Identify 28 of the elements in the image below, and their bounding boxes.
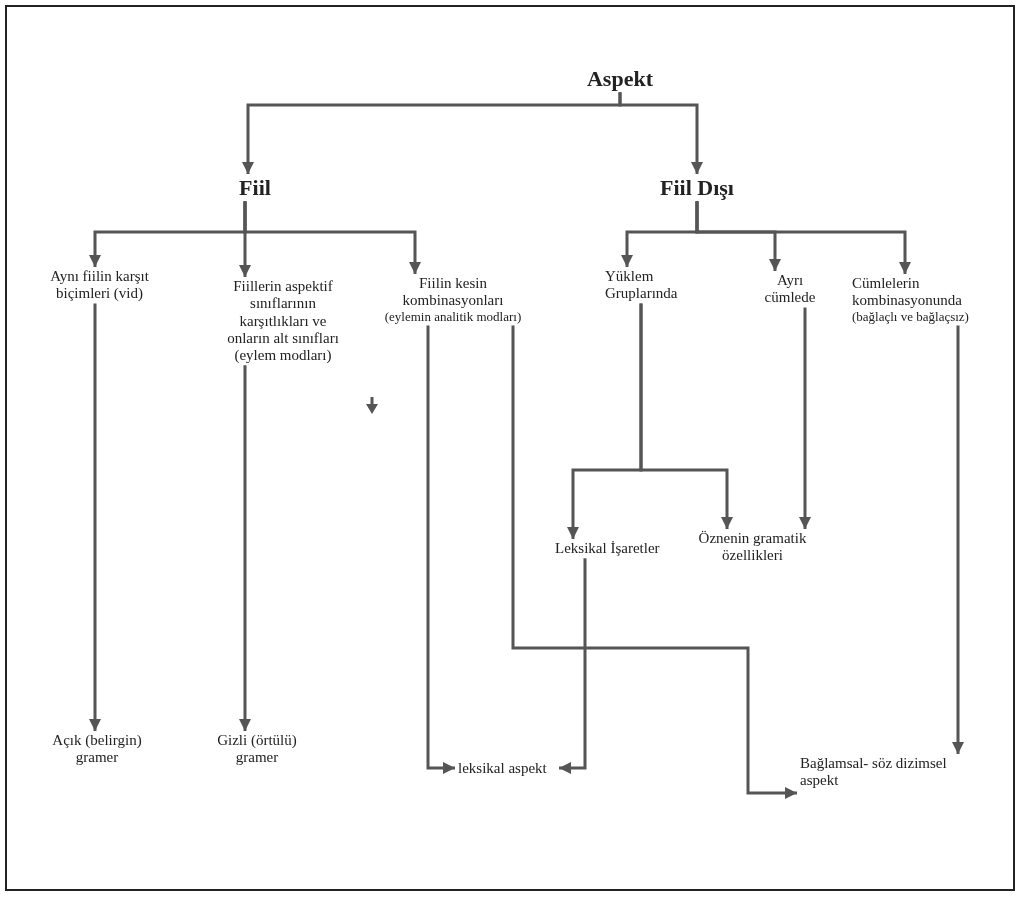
arrow <box>952 325 964 754</box>
arrow <box>695 201 911 274</box>
arrow <box>511 325 797 799</box>
note-text: (bağlaçlı ve bağlaçsız) <box>852 309 970 325</box>
category-label: Gizli (örtülü) gramer <box>216 732 298 767</box>
category-label: Yüklem Gruplarında <box>605 268 679 303</box>
arrow <box>239 365 251 731</box>
arrow <box>243 201 421 274</box>
category-label: Aynı fiilin karşıt biçimleri (vid) <box>49 268 150 303</box>
arrow <box>799 307 811 529</box>
arrow <box>618 92 703 174</box>
category-label: Ayrı cümlede <box>763 272 817 307</box>
category-label: leksikal aspekt <box>458 760 548 778</box>
heading: Aspekt <box>586 66 654 92</box>
heading: Fiil Dışı <box>659 175 735 201</box>
arrow <box>426 325 455 774</box>
category-label: Fiillerin aspektif sınıflarının karşıtlıkları ve onların alt sınıfları (eylem modları) <box>226 278 340 365</box>
category-label: Bağlamsal- söz dizimsel aspekt <box>800 755 948 790</box>
note-text: (eylemin analitik modları) <box>383 309 523 325</box>
category-label: Leksikal İşaretler <box>555 540 661 558</box>
category-label: Öznenin gramatik özellikleri <box>697 530 808 565</box>
arrow <box>89 303 101 731</box>
category-label: Cümlelerin kombinasyonunda <box>852 275 963 310</box>
category-label: Fiilin kesin kombinasyonları <box>401 275 505 310</box>
arrow <box>639 303 733 529</box>
arrow <box>559 558 587 774</box>
heading: Fiil <box>238 175 272 201</box>
category-label: Açık (belirgin) gramer <box>51 732 143 767</box>
